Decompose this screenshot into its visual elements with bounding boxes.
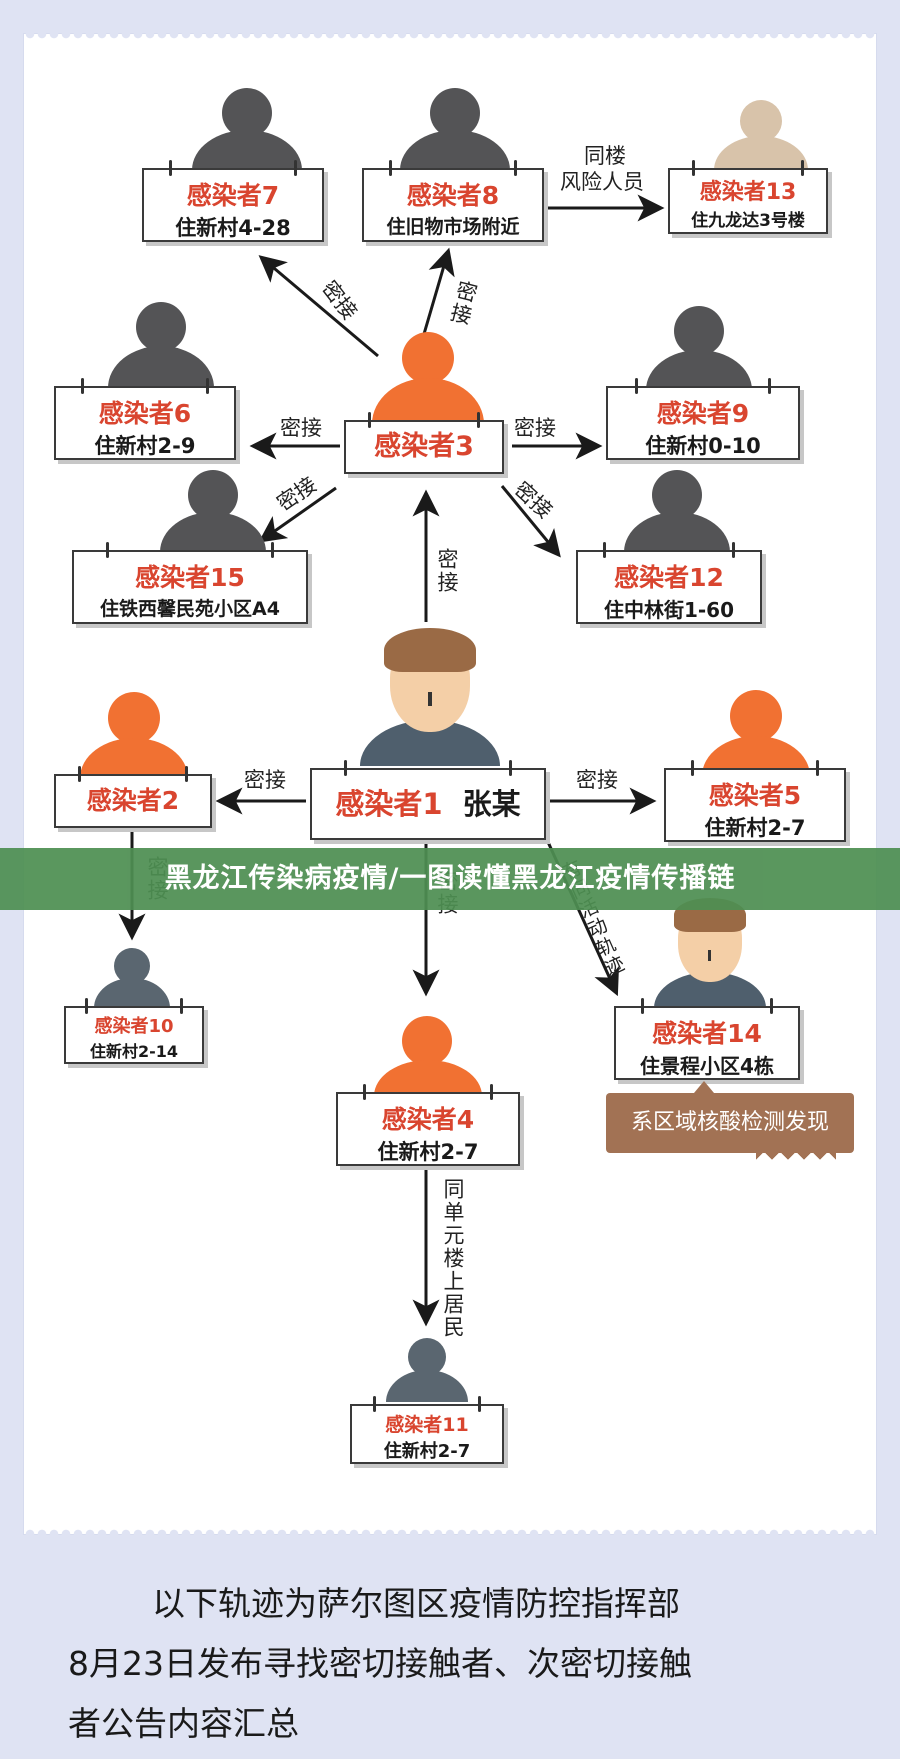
case-title: 感染者3 bbox=[374, 431, 474, 462]
person-icon-11 bbox=[386, 1338, 468, 1402]
label-3-to-9: 密接 bbox=[514, 416, 556, 440]
case-title: 感染者15 bbox=[135, 563, 245, 592]
case-address: 住铁西馨民苑小区A4 bbox=[100, 598, 280, 620]
footer-line-3: 者公告内容汇总 bbox=[68, 1704, 299, 1743]
case-card-3: 感染者3 bbox=[344, 412, 504, 474]
case-title: 感染者14 bbox=[652, 1019, 762, 1048]
label-1-to-5: 密接 bbox=[576, 768, 618, 792]
person-icon-4 bbox=[374, 1016, 482, 1096]
case-address: 住九龙达3号楼 bbox=[691, 211, 805, 231]
person-icon-13 bbox=[714, 100, 808, 170]
person-icon-1-zhang bbox=[360, 628, 500, 766]
case-address: 住新村2-7 bbox=[704, 816, 806, 840]
case-title: 感染者11 bbox=[385, 1414, 469, 1436]
case-card-4: 感染者4 住新村2-7 bbox=[336, 1084, 520, 1166]
case-card-13: 感染者13 住九龙达3号楼 bbox=[668, 160, 828, 234]
case-address: 住新村2-7 bbox=[383, 1441, 471, 1462]
label-3-to-6: 密接 bbox=[280, 416, 322, 440]
case-address: 住中林街1-60 bbox=[603, 598, 735, 622]
footer-line-2: 8月23日发布寻找密切接触者、次密切接触 bbox=[68, 1644, 692, 1683]
callout-note: 系区域核酸检测发现 bbox=[606, 1081, 854, 1163]
case-address: 住新村2-14 bbox=[89, 1042, 179, 1061]
footer-caption: 以下轨迹为萨尔图区疫情防控指挥部 8月23日发布寻找密切接触者、次密切接触 者公… bbox=[68, 1574, 848, 1754]
case-card-7: 感染者7 住新村4-28 bbox=[142, 160, 324, 242]
case-address: 住旧物市场附近 bbox=[386, 216, 520, 238]
case-address: 住新村2-9 bbox=[94, 434, 196, 458]
person-icon-12 bbox=[624, 470, 730, 552]
title-banner: 黑龙江传染病疫情/一图读懂黑龙江疫情传播链 bbox=[0, 848, 900, 910]
case-card-9: 感染者9 住新村0-10 bbox=[606, 378, 800, 460]
case-card-2: 感染者2 bbox=[54, 766, 212, 828]
person-icon-14 bbox=[654, 898, 766, 1008]
person-icon-2 bbox=[80, 692, 188, 778]
label-same-building: 同楼 bbox=[584, 144, 626, 168]
case-name: 张某 bbox=[462, 787, 521, 821]
label-4-to-11: 同单元楼上居民 bbox=[441, 1178, 465, 1339]
case-title: 感染者9 bbox=[656, 399, 750, 428]
case-address: 住景程小区4栋 bbox=[640, 1054, 774, 1078]
label-1-to-3: 密接 bbox=[435, 548, 459, 594]
label-risk-person: 风险人员 bbox=[560, 170, 644, 194]
case-card-6: 感染者6 住新村2-9 bbox=[54, 378, 236, 460]
person-icon-15 bbox=[160, 470, 266, 552]
person-icon-6 bbox=[108, 302, 214, 388]
case-card-12: 感染者12 住中林街1-60 bbox=[576, 542, 762, 624]
case-title: 感染者7 bbox=[186, 181, 280, 210]
case-title: 感染者2 bbox=[86, 786, 180, 815]
person-icon-10 bbox=[94, 948, 170, 1008]
case-card-15: 感染者15 住铁西馨民苑小区A4 bbox=[72, 542, 308, 624]
person-icon-7 bbox=[192, 88, 302, 170]
label-1-to-2: 密接 bbox=[244, 768, 286, 792]
case-address: 住新村0-10 bbox=[645, 434, 761, 458]
case-title: 感染者1 bbox=[335, 787, 443, 821]
case-title: 感染者8 bbox=[406, 181, 500, 210]
case-card-8: 感染者8 住旧物市场附近 bbox=[362, 160, 544, 242]
case-title: 感染者4 bbox=[381, 1105, 475, 1134]
person-icon-8 bbox=[400, 88, 510, 170]
case-title: 感染者13 bbox=[699, 180, 797, 205]
case-card-14: 感染者14 住景程小区4栋 bbox=[614, 998, 800, 1080]
arrow-3-to-15 bbox=[258, 486, 337, 543]
case-card-10: 感染者10 住新村2-14 bbox=[64, 998, 204, 1064]
case-title: 感染者12 bbox=[614, 563, 724, 592]
person-icon-5 bbox=[702, 690, 810, 776]
case-address: 住新村2-7 bbox=[377, 1140, 479, 1164]
case-address: 住新村4-28 bbox=[175, 216, 291, 240]
arrow-3-to-8 bbox=[422, 247, 455, 335]
callout-text: 系区域核酸检测发现 bbox=[630, 1110, 829, 1135]
footer-line-1: 以下轨迹为萨尔图区疫情防控指挥部 bbox=[152, 1584, 680, 1623]
case-title: 感染者6 bbox=[98, 399, 192, 428]
case-card-5: 感染者5 住新村2-7 bbox=[664, 760, 846, 842]
arrow-3-to-7 bbox=[258, 255, 379, 358]
case-title: 感染者5 bbox=[708, 781, 802, 810]
person-icon-3 bbox=[372, 332, 484, 424]
arrow-3-to-12 bbox=[500, 485, 561, 558]
case-card-1: 感染者1 张某 bbox=[310, 760, 546, 840]
case-title: 感染者10 bbox=[94, 1016, 174, 1037]
case-card-11: 感染者11 住新村2-7 bbox=[350, 1396, 504, 1464]
person-icon-9 bbox=[646, 306, 752, 390]
